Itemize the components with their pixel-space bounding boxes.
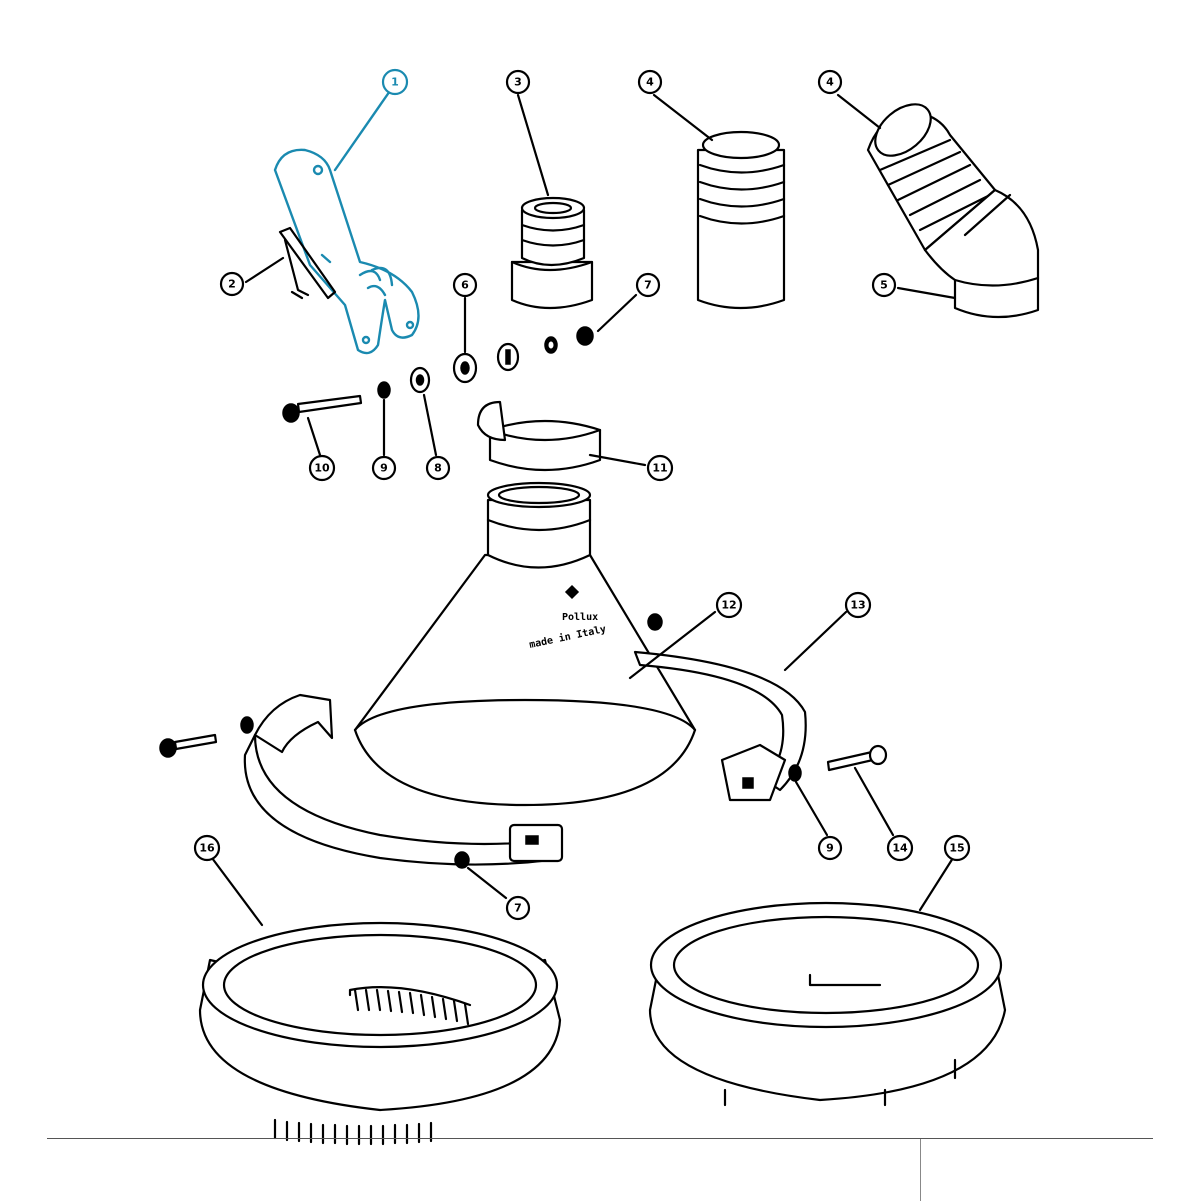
part-15-ring[interactable] bbox=[648, 901, 1007, 1107]
callout-4a: 4 bbox=[637, 69, 663, 95]
callout-16: 16 bbox=[193, 834, 221, 862]
part-7-nut-bottom[interactable] bbox=[454, 851, 470, 869]
callout-4b: 4 bbox=[817, 69, 843, 95]
svg-text:5: 5 bbox=[880, 279, 888, 292]
svg-text:15: 15 bbox=[949, 842, 964, 855]
part-1-wrench[interactable] bbox=[273, 148, 420, 355]
callout-9b: 9 bbox=[817, 835, 843, 861]
callout-14: 14 bbox=[886, 834, 914, 862]
part-13-clamp-ring-left[interactable] bbox=[243, 693, 564, 866]
callout-10: 10 bbox=[308, 454, 336, 482]
svg-text:12: 12 bbox=[721, 599, 736, 612]
callout-13: 13 bbox=[844, 591, 872, 619]
bottom-table-border bbox=[47, 1138, 1153, 1201]
part-13-clamp-ring-right[interactable] bbox=[633, 650, 807, 802]
part-10-bolt[interactable] bbox=[282, 394, 363, 423]
svg-text:8: 8 bbox=[434, 462, 442, 475]
svg-text:9: 9 bbox=[380, 462, 388, 475]
brand-label: Pollux bbox=[562, 612, 598, 623]
part-3-connector[interactable] bbox=[510, 196, 594, 310]
callout-8: 8 bbox=[425, 455, 451, 481]
part-9-nut-bottom[interactable] bbox=[788, 764, 802, 782]
svg-text:14: 14 bbox=[892, 842, 908, 855]
callout-5: 5 bbox=[871, 272, 897, 298]
svg-text:9: 9 bbox=[826, 842, 834, 855]
part-16-gear-ring[interactable] bbox=[198, 921, 562, 1146]
table-divider bbox=[920, 1139, 921, 1201]
callout-9a: 9 bbox=[371, 455, 397, 481]
svg-text:16: 16 bbox=[199, 842, 215, 855]
callout-3: 3 bbox=[505, 69, 531, 95]
svg-text:7: 7 bbox=[644, 279, 652, 292]
washer-a[interactable] bbox=[496, 342, 520, 372]
svg-text:7: 7 bbox=[514, 902, 522, 915]
callout-12: 12 bbox=[715, 591, 743, 619]
svg-text:3: 3 bbox=[514, 76, 522, 89]
leader-lines bbox=[210, 86, 957, 927]
part-8-washer[interactable] bbox=[409, 366, 431, 394]
washer-b[interactable] bbox=[544, 336, 558, 354]
callout-7a: 7 bbox=[635, 272, 661, 298]
callout-2: 2 bbox=[219, 271, 245, 297]
part-5-elbow[interactable] bbox=[923, 188, 1040, 319]
part-11-clamp-band[interactable] bbox=[476, 400, 602, 472]
svg-text:2: 2 bbox=[228, 278, 236, 291]
part-12-cone[interactable]: Pollux made in Italy bbox=[353, 481, 697, 807]
svg-text:1: 1 bbox=[391, 76, 399, 89]
svg-text:4: 4 bbox=[826, 76, 834, 89]
callout-7b: 7 bbox=[505, 895, 531, 921]
part-2-clip[interactable] bbox=[278, 226, 337, 300]
part-9-nut-top[interactable] bbox=[377, 381, 391, 399]
part-12-screw[interactable] bbox=[647, 613, 663, 631]
callout-1: 1 bbox=[381, 68, 409, 96]
svg-text:4: 4 bbox=[646, 76, 654, 89]
callout-6: 6 bbox=[452, 272, 478, 298]
part-4-hose-cuff-angled[interactable] bbox=[866, 94, 997, 252]
svg-text:6: 6 bbox=[461, 279, 469, 292]
callout-11: 11 bbox=[646, 454, 674, 482]
svg-text:13: 13 bbox=[850, 599, 865, 612]
part-14-bolt[interactable] bbox=[826, 744, 888, 772]
callout-15: 15 bbox=[943, 834, 971, 862]
part-6-nut[interactable] bbox=[452, 352, 478, 384]
part-7-nut[interactable] bbox=[576, 326, 594, 346]
svg-text:11: 11 bbox=[652, 462, 667, 475]
part-4-hose-cuff-straight[interactable] bbox=[696, 130, 786, 310]
left-bolt[interactable] bbox=[159, 716, 254, 758]
svg-text:10: 10 bbox=[314, 462, 330, 475]
